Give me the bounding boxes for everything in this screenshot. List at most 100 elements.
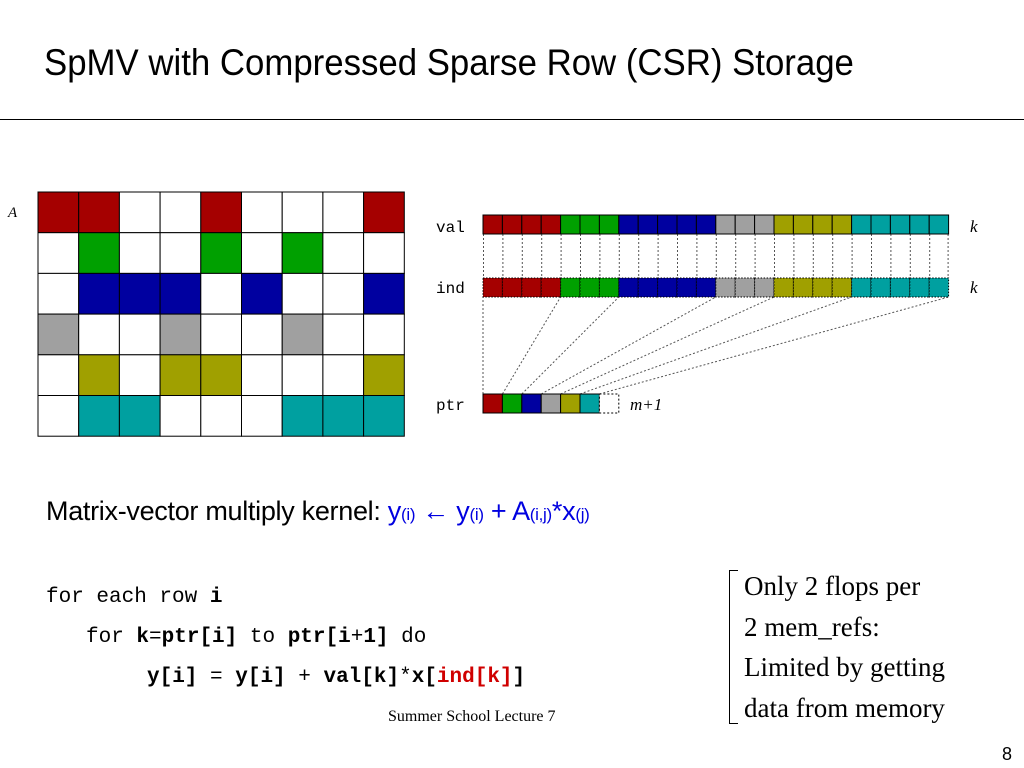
matrix-cell-empty	[118, 354, 161, 396]
ind-entry	[637, 277, 659, 298]
matrix-cell-nonzero	[78, 354, 120, 396]
ptr-entry	[521, 393, 542, 414]
ptr-ind-connector	[540, 296, 717, 395]
matrix-cell-nonzero	[363, 354, 405, 396]
ind-entry	[657, 277, 678, 298]
code-token: for each row	[46, 586, 210, 609]
eq-y-rhs: y	[456, 496, 470, 526]
matrix-cell-empty	[37, 232, 80, 274]
ind-entry	[734, 277, 756, 298]
matrix-cell-empty	[78, 313, 120, 356]
eq-y-lhs: y	[387, 496, 402, 526]
val-label: val	[436, 219, 465, 237]
kernel-formula: Matrix-vector multiply kernel: y(i) ← y(…	[46, 496, 590, 527]
eq-y-rhs-sub: (i)	[469, 505, 485, 524]
matrix-cell-nonzero	[241, 272, 283, 315]
ind-entry	[521, 277, 542, 298]
code-token: =	[149, 626, 162, 649]
kernel-equation: y(i) ← y(i) + A(i,j)*x(j)	[388, 496, 590, 526]
code-token: +	[285, 666, 324, 689]
code-line-1: for each row i	[46, 586, 222, 609]
ptr-length-label: m+1	[630, 395, 662, 414]
val-entry	[715, 214, 736, 235]
matrix-cell-nonzero	[200, 232, 243, 274]
note-line: Only 2 flops per	[744, 571, 921, 601]
code-token: +	[350, 626, 364, 649]
code-token: k	[136, 626, 150, 649]
matrix-cell-nonzero	[363, 191, 405, 234]
matrix-cell-empty	[159, 232, 202, 274]
code-token: 1]	[363, 626, 389, 649]
matrix-cell-nonzero	[37, 313, 80, 356]
matrix-cell-empty	[241, 232, 283, 274]
matrix-cell-empty	[241, 395, 283, 437]
ind-entry	[540, 277, 562, 298]
code-token: to	[237, 626, 288, 649]
matrix-cell-empty	[118, 191, 161, 234]
ptr-ind-connector	[521, 296, 620, 395]
ptr-label: ptr	[436, 397, 465, 415]
eq-y-lhs-sub: (i)	[400, 505, 416, 524]
note-line: data from memory	[744, 692, 945, 723]
ind-entry	[851, 277, 872, 298]
ptr-entry	[579, 393, 600, 414]
matrix-cell-nonzero	[159, 272, 202, 315]
matrix-cell-nonzero	[200, 354, 243, 396]
matrix-cell-nonzero	[159, 354, 202, 396]
code-token: y[i]	[147, 666, 198, 689]
eq-arrow: ←	[415, 496, 457, 526]
ind-entry	[501, 277, 523, 298]
matrix-label: A	[7, 205, 18, 221]
note-line: 2 mem_refs:	[744, 611, 880, 642]
ind-entry	[676, 277, 697, 298]
ind-entry	[870, 277, 891, 298]
code-token: ptr[i]	[161, 626, 238, 649]
code-token: *	[399, 666, 412, 689]
slide-title: SpMV with Compressed Sparse Row (CSR) St…	[44, 42, 854, 83]
footer-text: Summer School Lecture 7	[388, 708, 556, 725]
ptr-array	[482, 393, 620, 414]
matrix-cell-nonzero	[281, 232, 324, 274]
val-entry	[851, 214, 872, 235]
matrix-cell-nonzero	[200, 191, 243, 234]
matrix-cell-empty	[322, 191, 365, 234]
val-entry	[734, 214, 756, 235]
ind-entry	[715, 277, 736, 298]
ptr-entry	[501, 393, 523, 414]
val-entry	[521, 214, 542, 235]
ptr-entry	[540, 393, 562, 414]
eq-x-sub: (j)	[575, 505, 590, 524]
ind-entry	[812, 277, 833, 298]
ptr-ind-connector	[579, 296, 852, 395]
ind-entry	[754, 277, 775, 298]
ind-length-label: k	[970, 278, 978, 297]
code-token: ptr[i	[287, 626, 351, 649]
ind-array	[482, 277, 950, 298]
matrix-cell-empty	[118, 313, 161, 356]
matrix-cell-empty	[241, 313, 283, 356]
matrix-cell-nonzero	[37, 191, 80, 234]
ind-entry	[889, 277, 911, 298]
code-token: val[k]	[323, 666, 400, 689]
title-divider	[0, 119, 1024, 120]
eq-plus-a: + A	[483, 496, 530, 526]
code-token: ]	[512, 666, 526, 689]
matrix-cell-empty	[159, 395, 202, 437]
matrix-cell-nonzero	[322, 395, 365, 437]
val-entry	[618, 214, 639, 235]
matrix-cell-empty	[281, 354, 324, 396]
matrix-cell-empty	[37, 272, 80, 315]
matrix-cell-nonzero	[78, 395, 120, 437]
ptr-entry	[560, 393, 581, 414]
ind-entry	[831, 277, 853, 298]
val-array	[482, 214, 950, 235]
ptr-entry	[482, 393, 503, 414]
matrix-cell-empty	[200, 395, 243, 437]
val-entry	[909, 214, 930, 235]
val-entry	[928, 214, 950, 235]
code-token: for	[86, 626, 137, 649]
kernel-prefix: Matrix-vector multiply kernel:	[46, 496, 388, 526]
matrix-cell-empty	[241, 191, 283, 234]
matrix-cell-nonzero	[363, 272, 405, 315]
val-entry	[482, 214, 503, 235]
